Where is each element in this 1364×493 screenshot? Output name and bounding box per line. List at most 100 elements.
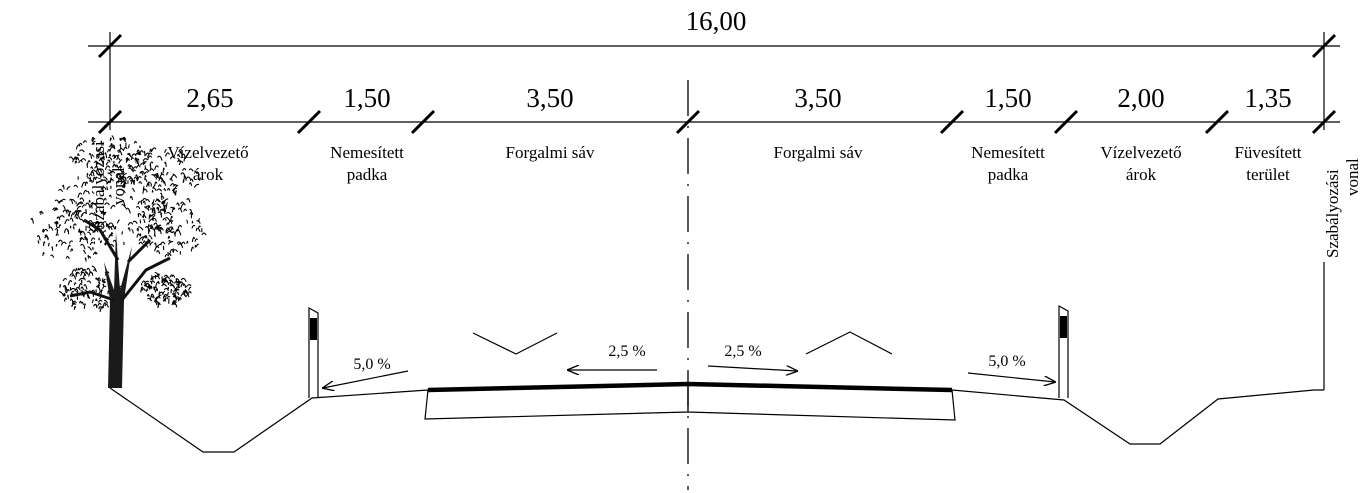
foliage-stroke xyxy=(149,164,152,170)
foliage-stroke xyxy=(119,144,122,149)
foliage-stroke xyxy=(97,170,102,176)
foliage-stroke xyxy=(78,228,81,233)
zone-label-ditch-left: Vízelvezető xyxy=(167,143,248,162)
foliage-stroke xyxy=(149,280,153,285)
foliage-stroke xyxy=(98,158,104,165)
foliage-stroke xyxy=(155,176,160,180)
regulation-line-right-label-2: vonal xyxy=(1343,158,1362,196)
foliage-stroke xyxy=(100,211,106,216)
foliage-stroke xyxy=(149,161,154,165)
foliage-stroke xyxy=(144,188,148,193)
foliage-stroke xyxy=(149,148,152,153)
dimension-tick xyxy=(1311,33,1337,59)
foliage-stroke xyxy=(75,216,79,220)
foliage-stroke xyxy=(137,152,142,156)
foliage-stroke xyxy=(173,280,180,284)
foliage-stroke xyxy=(171,231,176,237)
foliage-stroke xyxy=(74,160,78,164)
foliage-stroke xyxy=(94,303,98,309)
foliage-stroke xyxy=(148,234,153,240)
foliage-stroke xyxy=(175,288,179,293)
foliage-stroke xyxy=(129,195,134,200)
foliage-stroke xyxy=(109,177,113,183)
foliage-stroke xyxy=(176,241,182,245)
foliage-stroke xyxy=(135,164,141,169)
foliage-stroke xyxy=(58,239,63,243)
dimension-tick xyxy=(1053,109,1079,135)
foliage-stroke xyxy=(143,178,148,182)
foliage-stroke xyxy=(152,217,158,222)
zone-label-ditch-right-2: árok xyxy=(1126,165,1157,184)
foliage-stroke xyxy=(54,221,58,227)
foliage-stroke xyxy=(96,154,100,159)
foliage-stroke xyxy=(120,180,126,185)
foliage-stroke xyxy=(58,188,64,193)
foliage-stroke xyxy=(86,160,91,165)
foliage-stroke xyxy=(87,231,92,236)
foliage-stroke xyxy=(177,224,183,230)
foliage-stroke xyxy=(68,240,74,244)
foliage-stroke xyxy=(155,281,160,287)
foliage-stroke xyxy=(140,200,143,205)
foliage-stroke xyxy=(91,171,95,177)
foliage-stroke xyxy=(69,217,74,222)
foliage-stroke xyxy=(147,297,153,302)
foliage-stroke xyxy=(187,290,192,294)
foliage-stroke xyxy=(85,202,91,209)
foliage-stroke xyxy=(47,242,51,247)
foliage-stroke xyxy=(151,207,155,213)
foliage-stroke xyxy=(72,226,75,230)
foliage-stroke xyxy=(106,186,109,191)
foliage-stroke xyxy=(55,243,58,247)
foliage-stroke xyxy=(91,138,96,142)
foliage-stroke xyxy=(144,280,150,285)
foliage-stroke xyxy=(88,199,91,203)
foliage-stroke xyxy=(37,240,40,244)
foliage-stroke xyxy=(97,302,102,306)
foliage-stroke xyxy=(151,280,156,284)
foliage-stroke xyxy=(172,302,178,308)
foliage-stroke xyxy=(158,291,161,296)
foliage-stroke xyxy=(144,206,150,211)
foliage-stroke xyxy=(131,228,134,234)
foliage-stroke xyxy=(169,155,176,160)
foliage-stroke xyxy=(166,211,172,216)
total-width-label: 16,00 xyxy=(686,6,747,36)
foliage-stroke xyxy=(171,187,178,192)
foliage-stroke xyxy=(59,215,65,219)
foliage-stroke xyxy=(85,271,89,275)
foliage-stroke xyxy=(168,279,174,284)
foliage-stroke xyxy=(149,214,153,218)
foliage-stroke xyxy=(146,152,153,158)
foliage-stroke xyxy=(149,226,153,230)
zone-label-ditch-left-2: árok xyxy=(193,165,224,184)
foliage-stroke xyxy=(91,299,95,304)
foliage-stroke xyxy=(154,165,159,170)
foliage-stroke xyxy=(121,231,124,235)
foliage-stroke xyxy=(94,166,99,171)
foliage-stroke xyxy=(79,237,85,241)
foliage-stroke xyxy=(108,194,112,198)
zone-label-grass: Füvesített xyxy=(1234,143,1301,162)
foliage-stroke xyxy=(117,165,123,169)
foliage-stroke xyxy=(89,241,94,246)
slope-label-left-lane: 2,5 % xyxy=(608,343,645,360)
foliage-stroke xyxy=(186,219,189,224)
foliage-stroke xyxy=(177,157,181,162)
foliage-stroke xyxy=(54,207,58,211)
foliage-stroke xyxy=(135,158,140,163)
foliage-stroke xyxy=(161,278,167,284)
foliage-stroke xyxy=(160,192,163,196)
foliage-stroke xyxy=(97,277,101,282)
foliage-stroke xyxy=(163,287,169,291)
foliage-stroke xyxy=(65,255,70,260)
foliage-stroke xyxy=(83,284,88,290)
foliage-stroke xyxy=(183,175,187,181)
foliage-stroke xyxy=(121,137,127,143)
foliage-stroke xyxy=(145,152,151,156)
foliage-stroke xyxy=(163,298,167,302)
foliage-stroke xyxy=(151,203,157,207)
foliage-stroke xyxy=(69,298,74,303)
slope-arrow-left-shoulder xyxy=(323,370,409,388)
foliage-stroke xyxy=(150,275,154,280)
